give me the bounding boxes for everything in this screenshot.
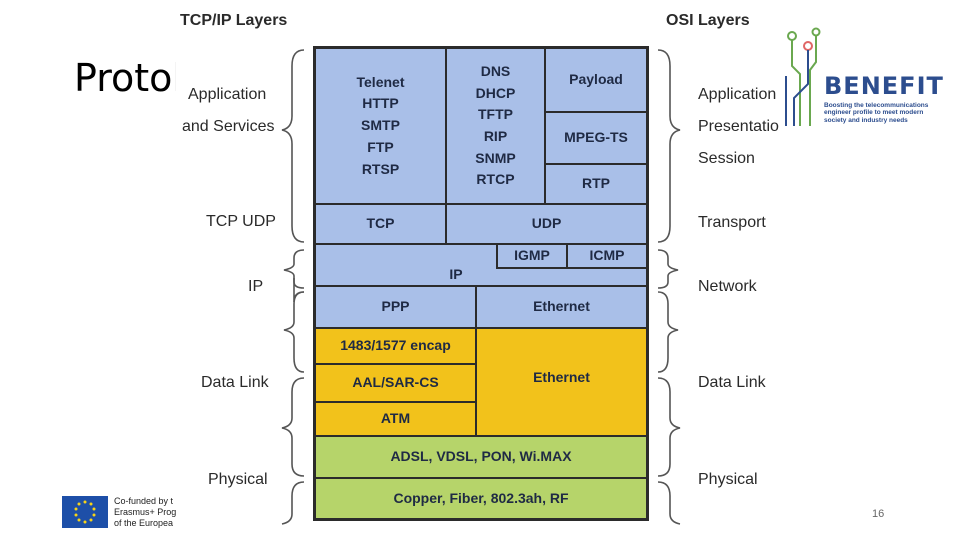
- eu-text: Co-funded by t Erasmus+ Prog of the Euro…: [114, 496, 177, 528]
- tcpip-transport-label: TCP UDP: [206, 213, 276, 230]
- ppp-cell: PPP: [316, 287, 475, 327]
- mpegts-cell: MPEG-TS: [546, 113, 646, 163]
- slide-title: Protol: [74, 56, 183, 100]
- eu-flag-icon: [62, 496, 108, 528]
- udp-cell: UDP: [447, 205, 646, 243]
- encap-cell: 1483/1577 encap: [316, 329, 475, 363]
- osi-session-label: Session: [698, 150, 755, 167]
- benefit-tagline: Boosting the telecommunications engineer…: [824, 102, 929, 124]
- ethernet-blue-cell: Ethernet: [477, 287, 646, 327]
- benefit-logo: BENEFIT Boosting the telecommunications …: [780, 26, 945, 136]
- tcpip-app-label: Application: [188, 86, 267, 103]
- circuit-icon: [785, 27, 821, 126]
- app-protocols-col1: Telenet HTTP SMTP FTP RTSP: [316, 49, 445, 203]
- tcp-cell: TCP: [316, 205, 445, 243]
- page-number: 16: [872, 508, 885, 520]
- left-braces: [281, 49, 305, 525]
- tcpip-header: TCP/IP Layers: [180, 12, 288, 29]
- osi-application-label: Application: [698, 86, 777, 103]
- ethernet-yellow-cell: Ethernet: [477, 329, 646, 435]
- osi-transport-label: Transport: [698, 214, 766, 231]
- aal-cell: AAL/SAR-CS: [316, 365, 475, 401]
- tcpip-services-label: and Services: [182, 118, 275, 135]
- icmp-cell: ICMP: [568, 245, 646, 269]
- protocol-stack-figure: TCP/IP Layers OSI Layers Application and…: [176, 0, 788, 540]
- payload-cell: Payload: [546, 49, 646, 111]
- osi-datalink-label: Data Link: [698, 374, 766, 391]
- igmp-cell: IGMP: [496, 245, 568, 269]
- right-braces: [657, 49, 681, 525]
- app-protocols-col2: DNS DHCP TFTP RIP SNMP RTCP: [447, 49, 544, 203]
- osi-header: OSI Layers: [666, 12, 750, 29]
- rtp-cell: RTP: [546, 165, 646, 203]
- eu-cofunded-logo: Co-funded by t Erasmus+ Prog of the Euro…: [62, 494, 180, 530]
- osi-network-label: Network: [698, 278, 757, 295]
- osi-physical-label: Physical: [698, 471, 758, 488]
- tcpip-physical-label: Physical: [208, 471, 268, 488]
- atm-cell: ATM: [316, 403, 475, 435]
- copper-cell: Copper, Fiber, 802.3ah, RF: [316, 479, 646, 518]
- benefit-wordmark: BENEFIT: [824, 72, 944, 100]
- osi-presentation-label: Presentation: [698, 118, 788, 135]
- adsl-cell: ADSL, VDSL, PON, Wi.MAX: [316, 437, 646, 477]
- protocol-grid: Telenet HTTP SMTP FTP RTSP DNS DHCP TFTP…: [313, 46, 649, 521]
- tcpip-datalink-label: Data Link: [201, 374, 269, 391]
- tcpip-ip-label: IP: [248, 278, 264, 295]
